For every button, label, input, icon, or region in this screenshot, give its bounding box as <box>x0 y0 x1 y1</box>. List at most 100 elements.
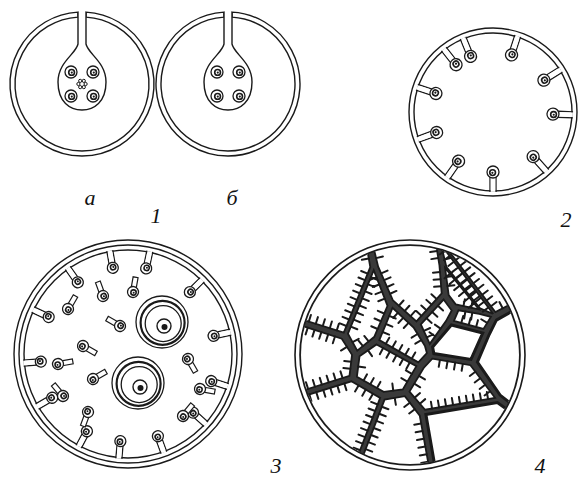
ovule-dot <box>92 379 95 382</box>
ovule <box>450 153 467 170</box>
ovary-wall <box>14 240 242 468</box>
tissue-fringe <box>287 323 351 393</box>
ovule <box>211 66 223 78</box>
septum-fill <box>491 177 496 192</box>
ovule-dot <box>434 131 437 134</box>
septum <box>442 153 467 181</box>
ovule-dot <box>469 54 472 57</box>
ovule-dot <box>56 364 58 366</box>
free-ovule <box>104 314 127 334</box>
ovule-core <box>48 394 55 401</box>
ovule <box>65 66 77 78</box>
free-ovule <box>49 381 71 404</box>
ovule <box>75 338 90 353</box>
figure-letter-wrap: 1 <box>151 205 162 227</box>
septum-fill <box>558 112 573 117</box>
ovule <box>463 49 479 65</box>
ovule-core <box>45 313 52 320</box>
ovule-core <box>208 378 215 385</box>
ovule-core <box>84 408 91 415</box>
septum <box>536 65 564 89</box>
ovule <box>525 148 542 165</box>
septum <box>34 390 59 411</box>
ovule-core <box>89 376 96 383</box>
septum <box>416 125 445 145</box>
ovule-dot <box>119 441 121 443</box>
seed-layer <box>136 296 188 348</box>
ovule-core <box>69 94 75 100</box>
ovule-core <box>237 70 243 76</box>
ovule <box>536 72 553 89</box>
ovule-core <box>490 170 496 176</box>
septum-wall <box>490 177 496 192</box>
septum <box>182 276 206 300</box>
figure-1a <box>10 12 154 156</box>
placenta-column <box>204 12 252 110</box>
figure-number: 2 <box>561 207 572 232</box>
embryo-core <box>162 324 168 330</box>
ovule-core <box>100 293 107 300</box>
free-ovule <box>127 276 141 298</box>
ovule-core <box>211 333 217 339</box>
ovule-core <box>144 265 150 271</box>
ovule-dot <box>93 96 95 98</box>
septum-wall <box>558 111 573 118</box>
ovule-core <box>130 289 136 295</box>
ovule-dot <box>456 160 459 163</box>
figure-letter-wrap: 4 <box>535 455 546 477</box>
central-cell <box>79 86 82 89</box>
ovule-core <box>215 70 221 76</box>
figure-4 <box>287 232 533 478</box>
ovule <box>60 301 75 316</box>
septum <box>23 356 47 369</box>
ovule-dot <box>133 292 135 294</box>
ovule-core <box>179 413 186 420</box>
figure-letter-wrap: а <box>85 187 96 209</box>
ovule-core <box>237 94 243 100</box>
ovule-core <box>551 112 557 118</box>
ovule-dot <box>192 412 195 415</box>
ovule <box>96 289 110 303</box>
ovule <box>87 90 99 102</box>
ovule <box>55 388 70 403</box>
septum <box>74 424 95 449</box>
ovule <box>487 166 499 178</box>
ovule-dot <box>76 280 79 283</box>
ovule <box>233 66 245 78</box>
ovule <box>429 125 444 140</box>
ovule-core <box>196 386 202 392</box>
panel-letter: б <box>226 185 237 210</box>
septum-fill <box>23 360 36 366</box>
ovule-core <box>65 306 72 313</box>
ovule-dot <box>434 91 437 94</box>
panel-letter: а <box>85 185 96 210</box>
septum <box>487 166 499 192</box>
embryo-core <box>138 385 144 391</box>
tissue-fringe <box>358 348 412 391</box>
free-ovule <box>85 367 108 387</box>
tissue-cell <box>439 232 531 312</box>
ovule-core <box>154 434 161 441</box>
ovule <box>211 90 223 102</box>
ovary-wall <box>156 12 300 156</box>
ovule-core <box>37 358 43 364</box>
ovule-dot <box>491 172 493 174</box>
tissue-mass <box>287 232 533 478</box>
ovule-dot <box>112 266 114 268</box>
ovule-dot <box>217 96 219 98</box>
septum <box>439 45 464 73</box>
ovule <box>448 56 465 73</box>
septum <box>63 265 85 290</box>
ovule <box>65 90 77 102</box>
ovule-dot <box>239 96 241 98</box>
tissue-fringe <box>358 398 430 478</box>
embryo <box>133 380 147 394</box>
ovule-dot <box>103 295 106 298</box>
septum <box>151 429 169 454</box>
ovary-wall <box>409 28 577 196</box>
tissue-cell <box>288 233 371 333</box>
ovule-dot <box>198 389 200 391</box>
tissue-cell <box>445 268 479 309</box>
ovule-dot <box>71 96 73 98</box>
